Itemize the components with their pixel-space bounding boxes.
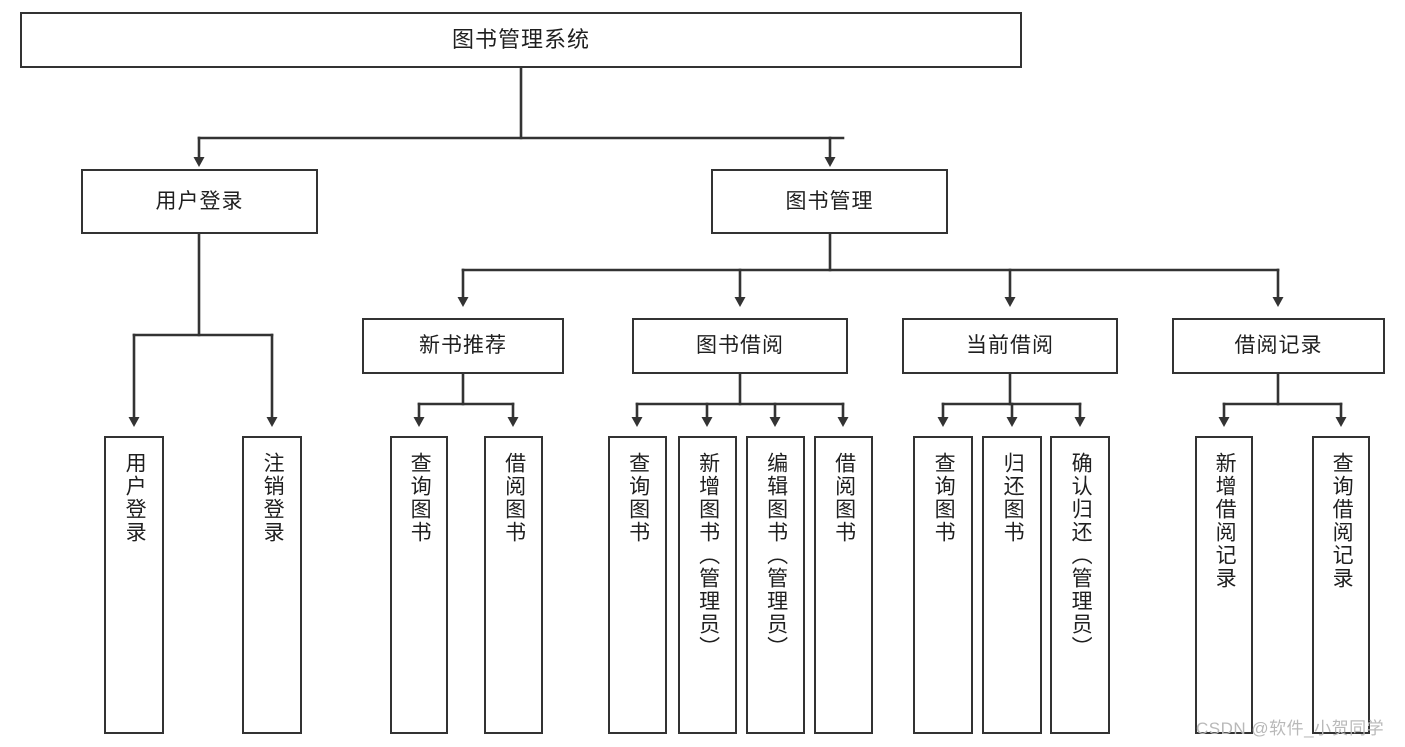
node-root-system[interactable]: 图书管理系统 [20,12,1022,68]
leaf-label: 确认归还（管理员） [1069,452,1093,659]
leaf-label: 查询图书 [626,452,650,544]
leaf-query-book-recommend[interactable]: 查询图书 [390,436,448,734]
leaf-confirm-return-admin[interactable]: 确认归还（管理员） [1050,436,1110,734]
leaf-label: 借阅图书 [832,452,856,544]
leaf-borrow-book-recommend[interactable]: 借阅图书 [484,436,543,734]
leaf-label: 注销登录 [261,452,285,544]
leaf-query-book-current[interactable]: 查询图书 [913,436,973,734]
leaf-label: 查询借阅记录 [1330,452,1354,590]
leaf-label: 归还图书 [1001,452,1025,544]
leaf-label: 新增借阅记录 [1213,452,1237,590]
leaf-borrow-book[interactable]: 借阅图书 [814,436,873,734]
leaf-query-book-borrow[interactable]: 查询图书 [608,436,667,734]
node-user-login[interactable]: 用户登录 [81,169,318,234]
leaf-label: 借阅图书 [502,452,526,544]
leaf-label: 新增图书（管理员） [696,452,720,659]
leaf-label: 查询图书 [408,452,432,544]
node-book-borrow[interactable]: 图书借阅 [632,318,848,374]
leaf-query-borrow-record[interactable]: 查询借阅记录 [1312,436,1370,734]
leaf-label: 用户登录 [123,452,147,544]
node-book-management[interactable]: 图书管理 [711,169,948,234]
leaf-label: 查询图书 [932,452,956,544]
leaf-user-login[interactable]: 用户登录 [104,436,164,734]
leaf-label: 编辑图书（管理员） [764,452,788,659]
node-borrow-record[interactable]: 借阅记录 [1172,318,1385,374]
leaf-add-borrow-record[interactable]: 新增借阅记录 [1195,436,1253,734]
leaf-user-logout[interactable]: 注销登录 [242,436,302,734]
csdn-watermark: CSDN @软件_小贺同学 [1196,719,1385,738]
leaf-add-book-admin[interactable]: 新增图书（管理员） [678,436,737,734]
leaf-return-book[interactable]: 归还图书 [982,436,1042,734]
node-new-book-recommend[interactable]: 新书推荐 [362,318,564,374]
node-current-borrow[interactable]: 当前借阅 [902,318,1118,374]
leaf-edit-book-admin[interactable]: 编辑图书（管理员） [746,436,805,734]
